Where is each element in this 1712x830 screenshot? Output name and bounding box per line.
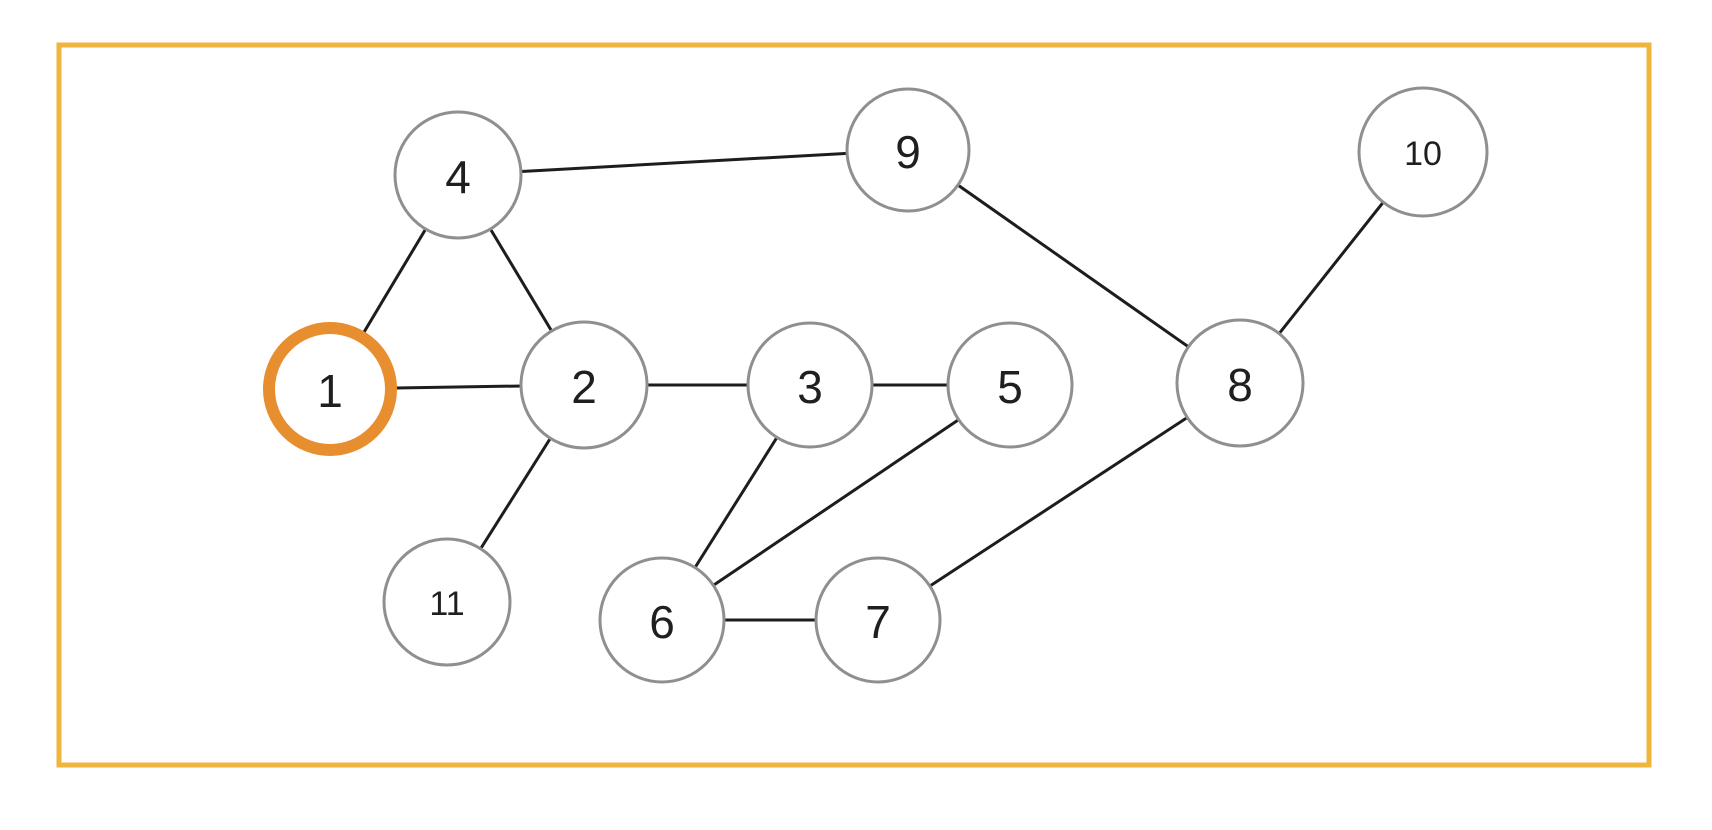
graph-node-1: 1 [263,322,397,456]
node-circle [1175,318,1305,448]
node-circle [746,321,874,449]
graph-node-11: 11 [382,537,512,667]
graph-node-6: 6 [598,556,726,684]
node-circle-highlighted [263,322,397,456]
node-circle [382,537,512,667]
graph-node-2: 2 [519,320,649,450]
node-label-4: 4 [445,151,471,203]
node-circle [845,87,971,213]
graph-edge-4-9 [457,148,909,177]
node-label-9: 9 [895,126,921,178]
node-label-5: 5 [997,361,1023,413]
node-label-10: 10 [1404,135,1442,173]
node-label-8: 8 [1227,359,1253,411]
node-label-11: 11 [429,585,464,623]
graph-node-9: 9 [845,87,971,213]
graph-node-4: 4 [393,110,523,240]
graph-node-10: 10 [1357,86,1489,218]
node-label-6: 6 [649,596,675,648]
graph-node-5: 5 [946,321,1074,449]
node-circle [393,110,523,240]
graph-edge-5-6 [661,383,1011,622]
node-label-1: 1 [317,365,343,417]
node-circle [814,556,942,684]
graph-node-8: 8 [1175,318,1305,448]
node-label-2: 2 [571,361,597,413]
node-label-3: 3 [797,361,823,413]
graph-node-3: 3 [746,321,874,449]
node-circle [519,320,649,450]
node-circle [1357,86,1489,218]
node-circle [598,556,726,684]
graph-edge-7-8 [877,381,1241,622]
graph-node-7: 7 [814,556,942,684]
graph-edge-8-9 [907,148,1241,385]
node-circle [946,321,1074,449]
node-label-7: 7 [865,596,891,648]
graph-nodes: 1 2 3 4 5 6 7 8 9 10 11 [263,86,1489,684]
